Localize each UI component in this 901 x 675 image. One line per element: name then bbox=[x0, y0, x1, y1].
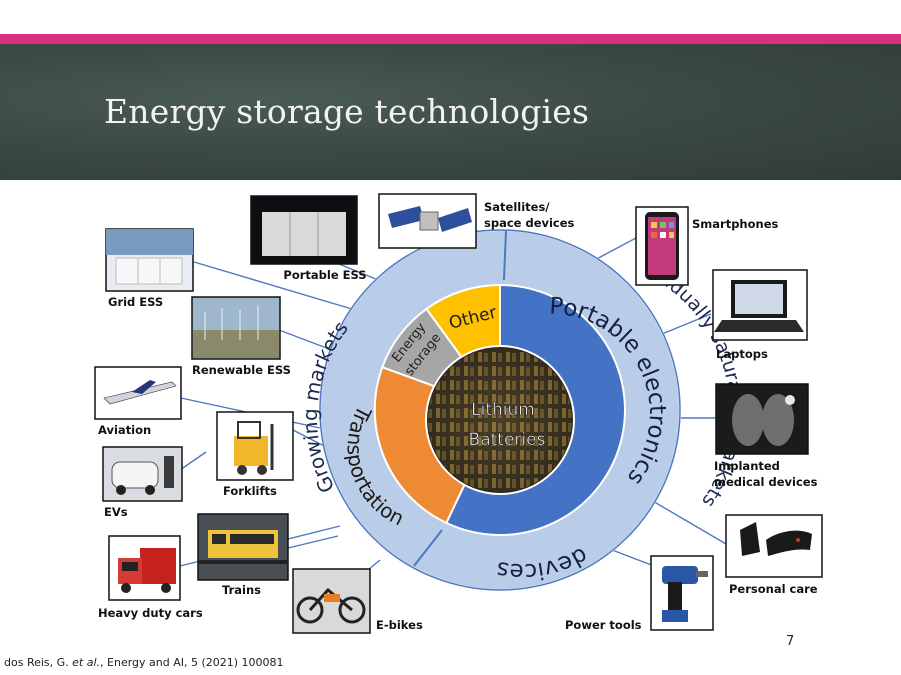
label-portable-ess: Portable ESS bbox=[283, 268, 366, 282]
connector-lines bbox=[179, 230, 727, 576]
label-heavy-duty: Heavy duty cars bbox=[98, 606, 203, 620]
ev-image bbox=[102, 446, 183, 502]
label-ebikes: E-bikes bbox=[376, 618, 423, 632]
citation-author: dos Reis, G. bbox=[4, 656, 73, 669]
aviation-image bbox=[94, 366, 182, 420]
page-number: 7 bbox=[786, 634, 795, 649]
label-satellites-1: Satellites/ bbox=[484, 200, 550, 214]
implanted-device-image bbox=[715, 383, 809, 455]
citation-et-al: et al. bbox=[72, 656, 101, 669]
energy-storage-diagram: Growing markets Gradually saturated mark… bbox=[94, 193, 823, 634]
personal-care-image bbox=[725, 514, 823, 578]
renewable-ess-image bbox=[191, 296, 281, 360]
citation: dos Reis, G. et al., Energy and AI, 5 (2… bbox=[4, 656, 284, 669]
label-implanted-1: Implanted bbox=[714, 459, 780, 473]
label-evs: EVs bbox=[104, 505, 128, 519]
ebike-image bbox=[292, 568, 371, 634]
label-personal-care: Personal care bbox=[729, 582, 818, 596]
power-tool-image bbox=[650, 555, 714, 631]
label-satellites-2: space devices bbox=[484, 216, 575, 230]
label-renewable-ess: Renewable ESS bbox=[192, 363, 291, 377]
label-aviation: Aviation bbox=[98, 423, 151, 437]
chalkboard-banner bbox=[0, 44, 901, 180]
label-forklifts: Forklifts bbox=[223, 484, 277, 498]
center-label-batteries: Batteries bbox=[469, 430, 546, 450]
label-grid-ess: Grid ESS bbox=[108, 295, 163, 309]
slide-title: Energy storage technologies bbox=[104, 92, 590, 131]
heavy-duty-truck-image bbox=[108, 535, 181, 601]
center-label-lithium: Lithium bbox=[471, 400, 535, 420]
ring-divider-top bbox=[503, 229, 507, 281]
train-image bbox=[197, 513, 289, 581]
ring-divider-bottom bbox=[413, 529, 443, 567]
portable-ess-image bbox=[250, 195, 358, 265]
grid-ess-image bbox=[105, 228, 194, 292]
label-power-tools: Power tools bbox=[565, 618, 642, 632]
smartphone-image bbox=[635, 206, 689, 286]
laptop-image bbox=[712, 269, 808, 341]
satellite-image bbox=[378, 193, 477, 249]
label-smartphones: Smartphones bbox=[692, 217, 779, 231]
citation-source: , Energy and AI, 5 (2021) 100081 bbox=[100, 656, 284, 669]
label-trains: Trains bbox=[222, 583, 261, 597]
label-laptops: Laptops bbox=[716, 347, 768, 361]
top-strip bbox=[0, 0, 901, 34]
accent-bar bbox=[0, 34, 901, 44]
label-implanted-2: medical devices bbox=[714, 475, 818, 489]
forklift-image bbox=[216, 411, 294, 481]
